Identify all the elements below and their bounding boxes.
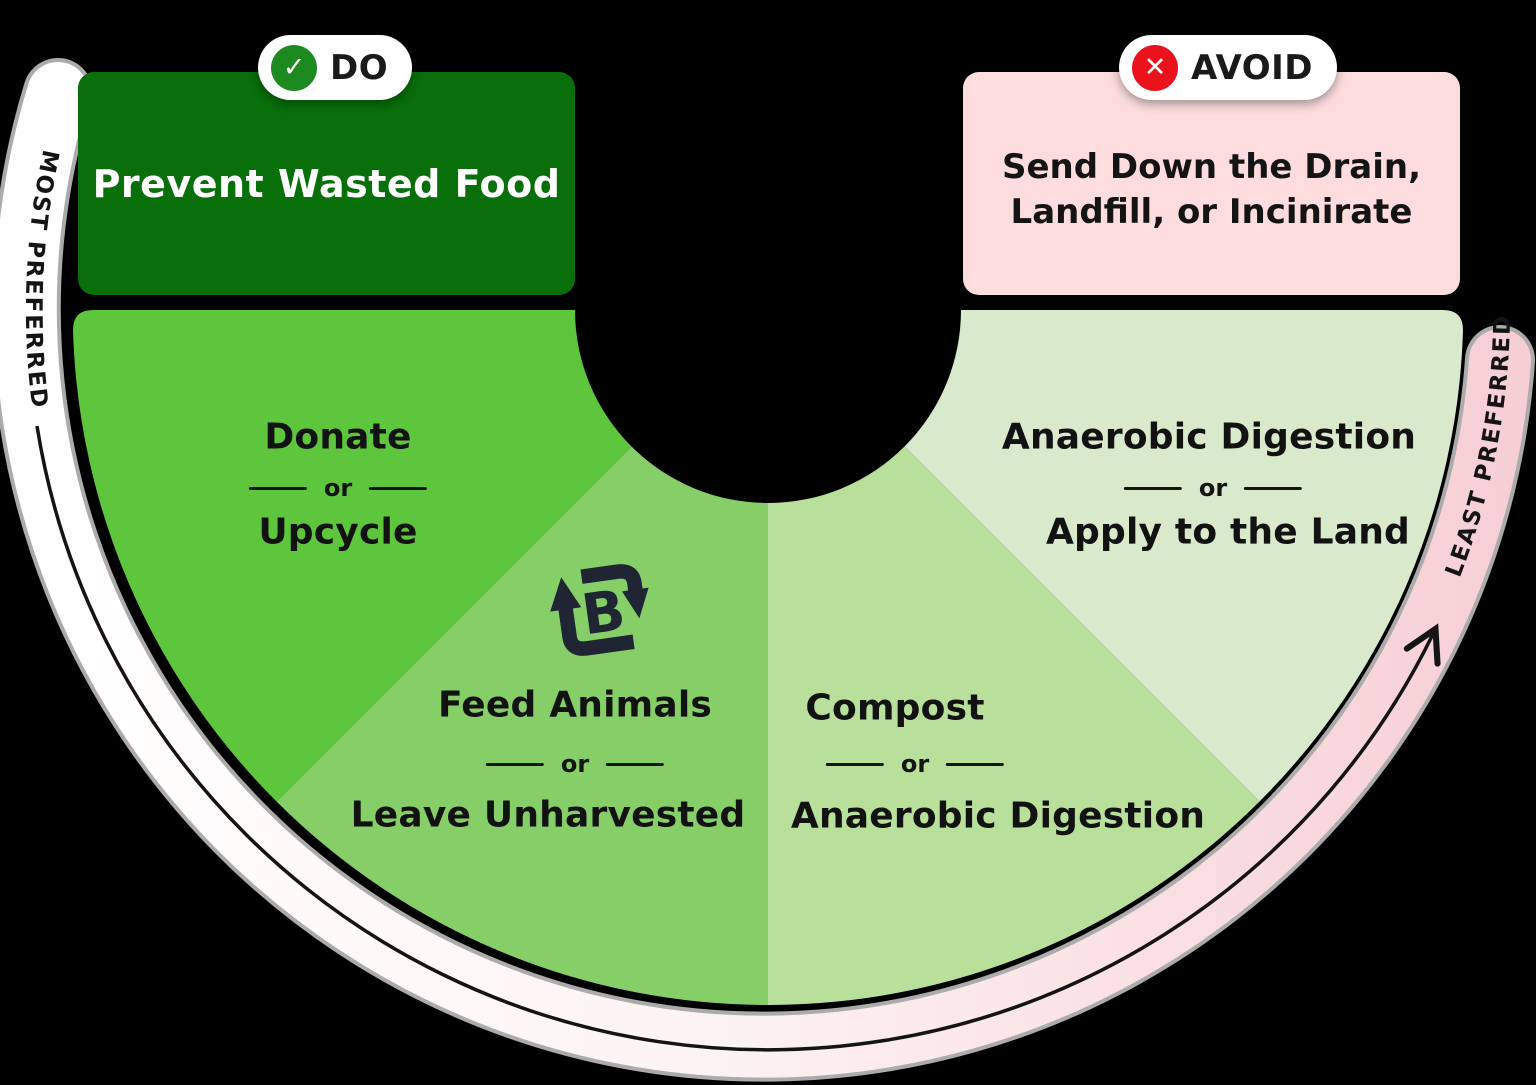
check-glyph: ✓ <box>282 52 306 83</box>
feed-or-divider: or <box>485 750 665 778</box>
x-icon: ✕ <box>1132 44 1178 91</box>
avoid-title-line1: Send Down the Drain, <box>1001 146 1422 187</box>
do-badge-label: DO <box>330 47 389 88</box>
or-label: or <box>900 750 930 778</box>
do-panel-title: Prevent Wasted Food <box>92 161 561 206</box>
divider-line <box>606 762 665 766</box>
feed-animals-label: Feed Animals <box>437 684 713 726</box>
anaerobic-digestion-label: Anaerobic Digestion <box>1001 416 1417 458</box>
avoid-panel: Send Down the Drain, Landfill, or Incini… <box>963 72 1460 295</box>
divider-line <box>485 762 544 766</box>
divider-line <box>1123 486 1182 490</box>
preference-arrow-line <box>35 425 1441 1052</box>
logo-arrow-up <box>550 577 582 612</box>
compost-or-divider: or <box>825 750 1005 778</box>
x-glyph: ✕ <box>1143 52 1167 83</box>
avoid-title-line2: Landfill, or Incinirate <box>1010 191 1413 232</box>
divider-line <box>248 486 307 490</box>
or-label: or <box>323 474 353 502</box>
check-icon: ✓ <box>271 44 317 91</box>
anaerobic-digestion-lower-label: Anaerobic Digestion <box>790 795 1206 837</box>
wedge-compost <box>768 446 1260 1005</box>
or-label: or <box>1198 474 1228 502</box>
or-label: or <box>560 750 590 778</box>
avoid-badge-label: AVOID <box>1191 47 1313 88</box>
donate-or-divider: or <box>248 474 428 502</box>
divider-line <box>825 762 884 766</box>
leave-unharvested-label: Leave Unharvested <box>350 794 746 836</box>
do-badge: ✓ DO <box>258 35 413 100</box>
avoid-panel-title: Send Down the Drain, Landfill, or Incini… <box>1002 133 1421 235</box>
b-recycle-logo-graphic: B <box>550 564 649 656</box>
anaerobic-or-divider: or <box>1123 474 1303 502</box>
wedge-feed-animals <box>276 446 768 1006</box>
logo-loop-top <box>580 564 643 593</box>
wedge-donate-upcycle <box>73 310 632 802</box>
logo-letter: B <box>578 578 629 648</box>
do-panel: Prevent Wasted Food <box>78 72 575 295</box>
wedge-anaerobic-apply <box>904 310 1463 802</box>
apply-to-land-label: Apply to the Land <box>1045 511 1411 553</box>
avoid-badge: ✕ AVOID <box>1119 35 1337 100</box>
donate-label: Donate <box>264 416 412 458</box>
upcycle-label: Upcycle <box>258 511 418 553</box>
divider-line <box>369 486 428 490</box>
b-recycle-logo: B <box>546 554 658 670</box>
divider-line <box>1244 486 1303 490</box>
logo-arrow-down <box>621 587 649 619</box>
logo-loop-left <box>558 607 635 656</box>
compost-label: Compost <box>805 687 985 729</box>
divider-line <box>946 762 1005 766</box>
